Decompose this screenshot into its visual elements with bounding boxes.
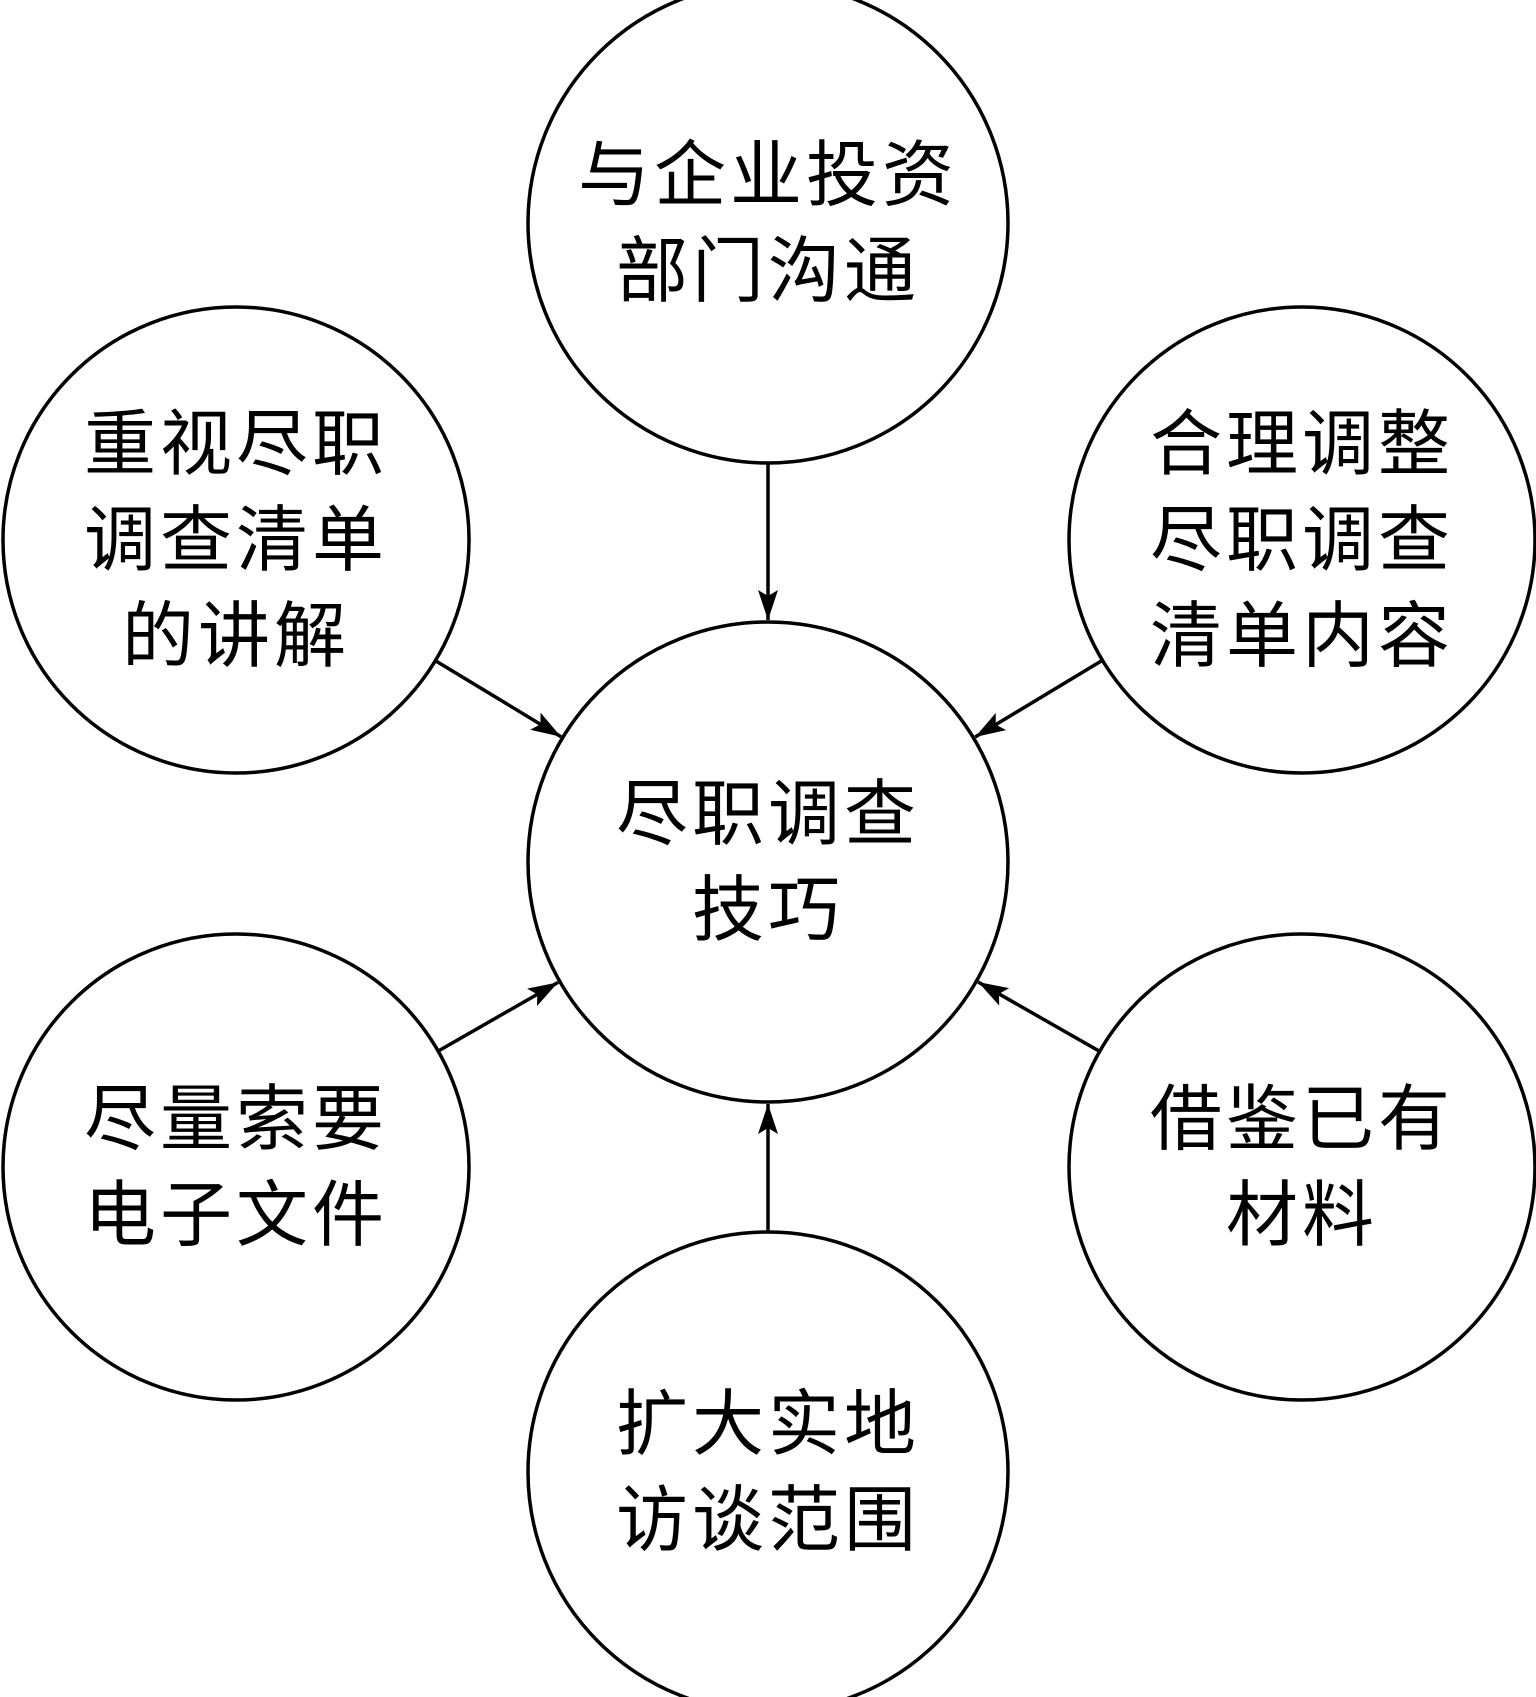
- node-label-lower-right-line-2: 材料: [1226, 1173, 1378, 1257]
- node-label-upper-right-line-3: 清单内容: [1150, 594, 1454, 678]
- node-label-center-line-1: 尽职调查: [616, 772, 920, 856]
- arrow-upper-left-to-center: [434, 659, 562, 739]
- arrow-lower-right-to-center: [977, 980, 1101, 1053]
- edges-layer: [434, 463, 1104, 1232]
- node-label-upper-right-line-2: 尽职调查: [1150, 498, 1454, 582]
- node-label-bottom-line-1: 扩大实地: [616, 1382, 920, 1466]
- node-label-top-line-1: 与企业投资: [578, 133, 958, 217]
- node-label-upper-left-line-2: 调查清单: [84, 498, 388, 582]
- node-circle-lower-left: [1, 932, 471, 1402]
- node-label-lower-left-line-1: 尽量索要: [84, 1077, 388, 1161]
- node-label-upper-left-line-3: 的讲解: [122, 594, 350, 678]
- node-label-bottom-line-2: 访谈范围: [616, 1478, 920, 1562]
- node-circle-upper-right: [1067, 305, 1536, 775]
- node-circle-bottom: [526, 1230, 1010, 1697]
- node-label-center-line-2: 技巧: [692, 868, 844, 952]
- node-circle-top: [526, 0, 1010, 465]
- arrow-lower-left-to-center: [437, 980, 559, 1053]
- node-label-lower-left-line-2: 电子文件: [84, 1173, 388, 1257]
- node-label-top-line-2: 部门沟通: [616, 229, 920, 313]
- node-circle-upper-left: [1, 305, 471, 775]
- node-label-upper-right-line-1: 合理调整: [1150, 402, 1454, 486]
- arrow-upper-right-to-center: [974, 658, 1104, 739]
- node-label-upper-left-line-1: 重视尽职: [84, 402, 388, 486]
- node-label-lower-right-line-1: 借鉴已有: [1150, 1077, 1454, 1161]
- node-circle-lower-right: [1067, 932, 1536, 1402]
- node-circle-center: [526, 620, 1010, 1104]
